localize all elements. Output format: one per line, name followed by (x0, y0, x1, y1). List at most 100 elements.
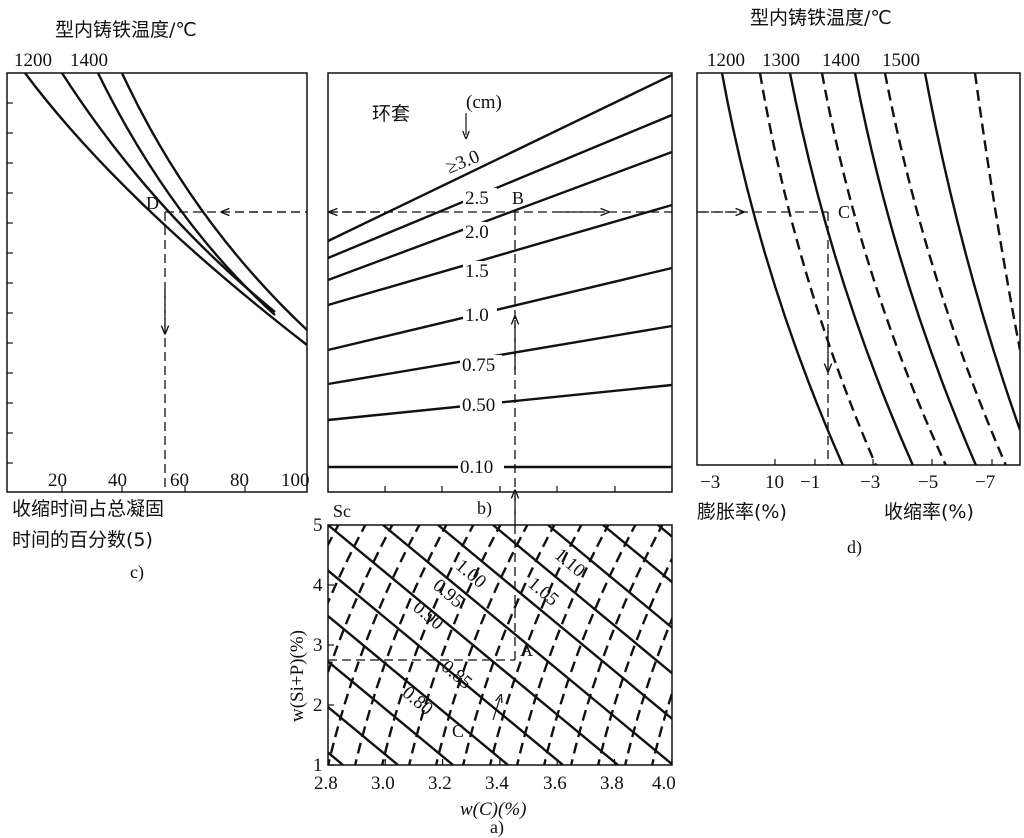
y-tick: 5 (313, 515, 323, 536)
sc-solid-line (768, 525, 1024, 765)
sc-solid-line (547, 525, 672, 630)
sc-solid-line (328, 525, 619, 765)
panel-b-line (327, 203, 673, 307)
panel-d-caption: d) (847, 537, 862, 558)
sc-solid-line (0, 525, 288, 765)
panel-d-curve (853, 73, 978, 465)
sc-solid-line (328, 614, 509, 765)
sc-solid-line (328, 659, 454, 765)
panel-b-caption: b) (477, 498, 492, 519)
panel-c-frame (6, 72, 308, 493)
panel-b-bottom-ticks (384, 486, 616, 492)
panel-c-x-tick: 20 (48, 470, 67, 491)
sc-solid-line (328, 705, 399, 765)
x-tick: 3.6 (543, 773, 567, 794)
x-tick: 2.8 (314, 773, 338, 794)
panel-d-bottom-ticks (774, 459, 993, 465)
point-b-label: B (512, 188, 524, 208)
expansion-rate-label: 膨胀率(%) (697, 501, 787, 523)
sc-dashed-line (650, 689, 672, 765)
panel-d-top-tick: 1200 (707, 50, 745, 71)
point-c-label: C (838, 202, 850, 222)
panel-c-curve (96, 72, 276, 316)
panel-b-unit: (cm) (466, 92, 502, 113)
sc-dashed-line (813, 520, 908, 770)
panel-c-x-tick: 80 (230, 470, 249, 491)
line-label: 1.5 (465, 261, 489, 282)
x-tick: 3.4 (485, 773, 509, 794)
panel-d-bottom-tick: −7 (975, 472, 995, 493)
panel-c-top-tick: 1200 (14, 50, 52, 71)
panel-a-caption: a) (490, 817, 504, 838)
panel-c-curve (120, 72, 308, 331)
panel-c-title: 型内铸铁温度/℃ (55, 19, 197, 41)
panel-d-top-tick: 1300 (762, 50, 800, 71)
panel-b-line (327, 113, 673, 260)
panel-c-left-ticks (7, 102, 246, 492)
x-tick: 3.2 (428, 773, 452, 794)
sc-dashed-line (786, 520, 881, 770)
panel-d-curve (758, 73, 878, 465)
line-label: 2.5 (465, 188, 489, 209)
line-label: 0.50 (462, 395, 495, 416)
panel-b-legend-title: 环套 (372, 103, 410, 125)
panel-c-x-tick: 100 (281, 470, 310, 491)
panel-b: 环套 (cm) ≥3.0 2.5 2.0 1.5 1.0 0.75 0.50 0… (327, 72, 673, 525)
sc-solid-line (437, 525, 672, 721)
sc-label: 0.90 (409, 597, 448, 634)
panel-d-curve (923, 73, 1020, 431)
y-tick: 4 (313, 575, 323, 596)
panel-d: 型内铸铁温度/℃ 1200 1300 1400 1500 C −3 10 −1 (696, 7, 1021, 558)
panel-c: 型内铸铁温度/℃ 1200 1400 D 20 40 60 80 100 收缩时… (6, 19, 310, 583)
y-tick: 2 (313, 695, 323, 716)
point-d-label: D (146, 193, 159, 213)
panel-b-line (327, 73, 673, 243)
panel-a-grid (0, 520, 1024, 770)
panel-c-top-tick: 1400 (70, 50, 108, 71)
panel-c-curve (24, 72, 308, 346)
panel-c-xlabel-line1: 收缩时间占总凝固 (12, 498, 164, 520)
sc-dashed-line (678, 520, 773, 770)
panel-d-curve (820, 73, 948, 465)
panel-d-bottom-tick: −3 (860, 472, 880, 493)
panel-c-caption: c) (130, 562, 144, 583)
sc-solid-line (657, 525, 672, 539)
panel-d-top-tick: 1400 (822, 50, 860, 71)
panel-c-x-tick: 60 (170, 470, 189, 491)
line-label: 2.0 (465, 222, 489, 243)
sc-dashed-line (192, 520, 287, 770)
x-tick: 3.0 (371, 773, 395, 794)
x-tick: 4.0 (652, 773, 676, 794)
panel-d-curve (973, 73, 1020, 351)
y-tick: 1 (313, 755, 323, 776)
panel-d-curve (720, 73, 845, 465)
panel-a-ylabel: w(Si+P)(%) (287, 630, 308, 722)
panel-a-ticks (327, 524, 673, 766)
panel-d-bottom-tick: 10 (765, 472, 784, 493)
sc-solid-line (382, 525, 672, 765)
panel-b-line (327, 266, 673, 352)
panel-c-xlabel-line2: 时间的百分数(5) (12, 529, 153, 551)
line-label: 1.0 (465, 305, 489, 326)
line-label: 0.10 (460, 457, 493, 478)
sc-dashed-line (705, 520, 800, 770)
line-label: 0.75 (462, 355, 495, 376)
panel-d-frame (696, 72, 1021, 466)
panel-a-xlabel: w(C)(%) (460, 799, 526, 820)
panel-a-corner-label: Sc (333, 501, 351, 521)
point-c-label: C (452, 721, 464, 741)
shrinkage-rate-label: 收缩率(%) (884, 501, 974, 523)
panel-b-line (327, 150, 673, 282)
y-tick: 3 (313, 635, 323, 656)
panel-d-bottom-tick: −5 (918, 472, 938, 493)
sc-solid-line (823, 525, 1024, 765)
sc-solid-line (602, 525, 672, 584)
panel-d-curve (883, 73, 1008, 465)
panel-d-curve (788, 73, 915, 465)
sc-solid-line (492, 525, 672, 675)
panel-d-title: 型内铸铁温度/℃ (750, 7, 892, 29)
panel-d-curves (720, 73, 1020, 465)
sc-dashed-line (732, 520, 827, 770)
arrow-up-icon (492, 698, 500, 721)
